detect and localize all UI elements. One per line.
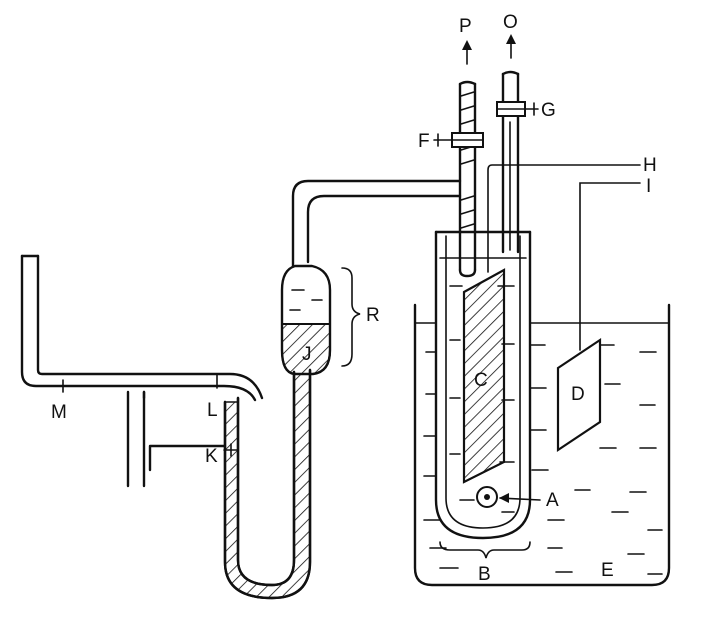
sphere-a-inner (484, 494, 490, 500)
label-d: D (571, 384, 585, 405)
wire-h (487, 164, 641, 273)
label-f: F (418, 131, 430, 152)
side-branch-step (142, 390, 226, 472)
u-tube-outer-redraw (236, 370, 296, 587)
connecting-tube-lower (306, 194, 462, 264)
reservoir-dashes (289, 289, 323, 311)
label-g: G (541, 100, 556, 121)
tube-p-hatch-ticks (460, 91, 475, 229)
electrode-d (556, 337, 602, 453)
u-tube-mercury-right (225, 374, 310, 598)
side-tube-top (20, 254, 257, 402)
label-i: I (646, 176, 651, 197)
label-e: E (601, 560, 614, 581)
label-m: M (51, 402, 67, 423)
connecting-tube-upper (291, 179, 462, 270)
label-o: O (503, 12, 518, 33)
arrow-o-head (506, 34, 516, 44)
label-h: H (643, 155, 657, 176)
liquid-j (281, 323, 331, 375)
electrode-c (462, 268, 506, 484)
label-r: R (366, 305, 380, 326)
label-b: B (478, 564, 491, 585)
label-a: A (546, 490, 559, 511)
label-k: K (205, 446, 218, 467)
label-l: L (207, 400, 218, 421)
brace-r (341, 267, 361, 367)
wire-i (579, 182, 641, 351)
arrow-p-head (462, 40, 472, 50)
label-p: P (459, 16, 472, 37)
arrow-a-head (499, 493, 509, 503)
stopcock-f (433, 132, 484, 148)
inner-tube-outer-wall (434, 230, 532, 540)
tube-o (501, 70, 520, 254)
inner-tube-inner-wall (445, 235, 521, 529)
outer-beaker (413, 303, 671, 587)
label-j: J (302, 344, 312, 365)
tube-p (458, 80, 477, 278)
u-tube-outer (236, 370, 296, 587)
stopcock-g (496, 101, 539, 117)
side-tube-bottom (36, 254, 264, 400)
brace-b (439, 541, 531, 559)
label-c: C (474, 370, 488, 391)
u-tube-inner-redraw (223, 368, 312, 600)
beaker-liquid-dashes (423, 344, 663, 575)
side-branch (126, 390, 146, 488)
